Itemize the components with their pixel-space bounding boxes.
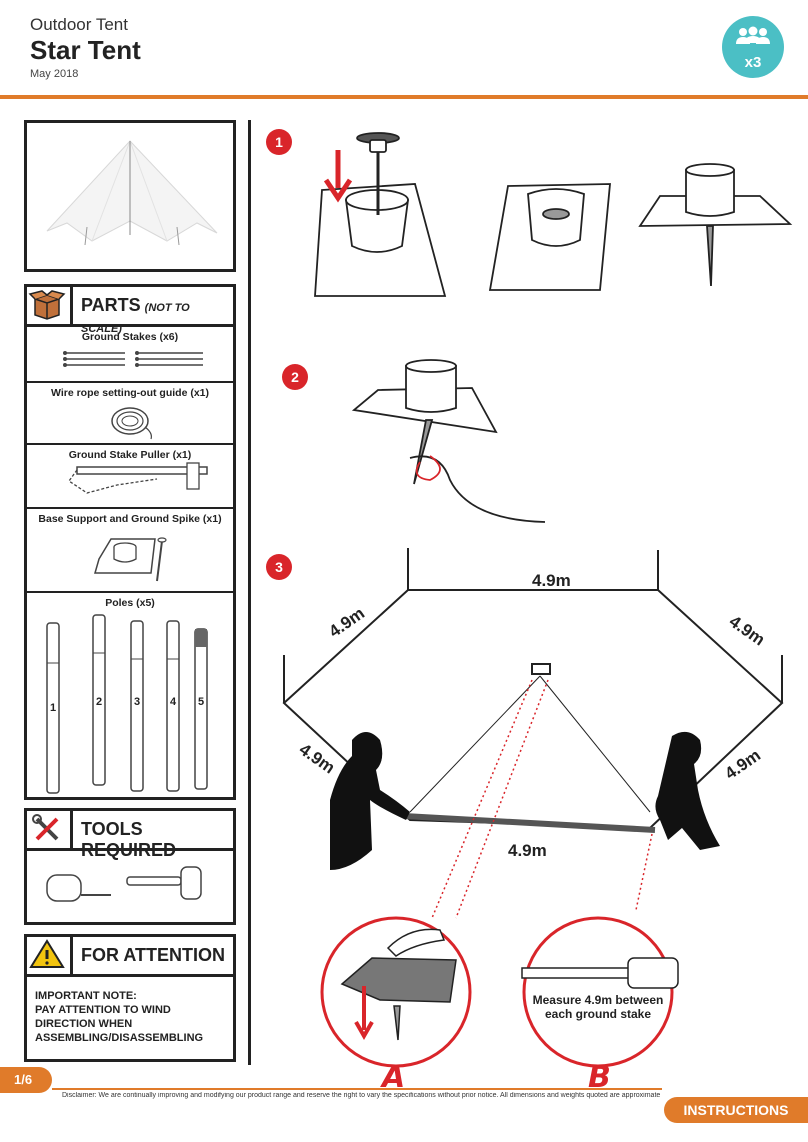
dimension-lower-right: 4.9m [721,745,764,783]
document-date: May 2018 [30,68,79,80]
attention-line: IMPORTANT NOTE: [35,990,137,1002]
tools-panel: TOOLS REQUIRED [24,808,236,925]
wire-rope-illustration [111,407,152,440]
part-base-support: Base Support and Ground Spike (x1) [27,509,233,593]
mallet-icon [126,876,182,886]
persons-count: x3 [744,54,762,71]
part-ground-stakes: Ground Stakes (x6) [27,327,233,383]
attention-panel: FOR ATTENTION IMPORTANT NOTE: PAY ATTENT… [24,934,236,1062]
step-2-illustration [351,359,546,523]
parts-heading: PARTS [81,295,141,315]
measure-instruction: Measure 4.9m between each ground stake [520,993,676,1021]
detail-b-circle [522,916,674,1068]
attention-header: FOR ATTENTION [27,937,233,977]
attention-line: ASSEMBLING/DISASSEMBLING [35,1032,204,1044]
pole-number: 2 [96,696,102,708]
pole-number: 1 [50,702,56,714]
assembly-illustration: 4.9m 4.9m 4.9m 4.9m 4.9m 4.9m [282,132,793,1068]
pole-number: 3 [134,696,140,708]
tools-illustration [46,866,202,902]
dimension-upper-left: 4.9m [325,603,368,641]
stake-puller-illustration [68,462,208,494]
tools-icon [27,811,73,848]
step-1-illustration [314,132,793,297]
page-title: Star Tent [30,35,141,65]
base-support-illustration [94,537,167,582]
parts-heading-note: (NOT TO SCALE) [81,302,190,335]
box-icon [27,287,73,324]
product-category: Outdoor Tent [30,15,128,34]
kneeling-figures [330,731,720,870]
tools-heading: TOOLS REQUIRED [81,819,177,860]
step-1-badge: 1 [266,129,292,155]
part-label: Ground Stake Puller (x1) [68,449,192,461]
measure-line: each ground stake [544,1007,652,1021]
parts-panel: PARTS(NOT TO SCALE) Ground Stakes (x6) W… [24,284,236,800]
part-wire-rope: Wire rope setting-out guide (x1) [27,383,233,445]
step-3-illustration [282,548,784,833]
instructions-tag: INSTRUCTIONS [664,1097,808,1123]
attention-line: PAY ATTENTION TO WIND [35,1004,171,1016]
ground-stakes-illustration [63,351,203,367]
header-rule [0,95,808,99]
footer-disclaimer: Disclaimer: We are continually improving… [62,1092,661,1099]
dimension-upper-right: 4.9m [726,612,769,650]
attention-heading: FOR ATTENTION [81,945,225,965]
tent-image [46,140,218,246]
step-3-badge: 3 [266,554,292,580]
part-label: Base Support and Ground Spike (x1) [38,513,222,525]
footer-rule [52,1088,662,1090]
parts-header: PARTS(NOT TO SCALE) [27,287,233,335]
pole-number: 4 [170,696,177,708]
detail-b-illustration [521,957,679,989]
people-icon [736,26,770,44]
detail-b-label: B [588,1060,611,1095]
poles-illustration: 1 2 3 4 5 [46,614,208,794]
tape-measure-icon [46,874,82,902]
detail-a-label: A [382,1060,406,1095]
attention-line: DIRECTION WHEN [35,1018,133,1030]
part-label: Wire rope setting-out guide (x1) [51,387,209,399]
tools-header: TOOLS REQUIRED [27,811,233,860]
page-number: 1/6 [0,1067,52,1093]
dimension-bottom: 4.9m [508,841,547,860]
column-divider [248,120,251,1065]
warning-icon [27,937,73,974]
part-label: Ground Stakes (x6) [81,331,179,343]
measure-line: Measure 4.9m between [532,993,664,1007]
tent-photo-panel [24,120,236,272]
dimension-top: 4.9m [532,571,571,590]
pole-number: 5 [198,696,204,708]
attention-note: IMPORTANT NOTE: PAY ATTENTION TO WIND DI… [35,989,203,1045]
part-label: Poles (x5) [105,597,155,609]
detail-a-illustration [340,928,457,1041]
page-header: Outdoor Tent Star Tent May 2018 x3 [0,0,808,100]
detail-leader-lines [431,679,653,919]
dimension-lower-left: 4.9m [296,740,339,778]
persons-required-badge: x3 [722,16,784,78]
step-2-badge: 2 [282,364,308,390]
part-stake-puller: Ground Stake Puller (x1) [27,445,233,509]
part-poles: Poles (x5) 1 2 3 4 5 [27,593,233,800]
